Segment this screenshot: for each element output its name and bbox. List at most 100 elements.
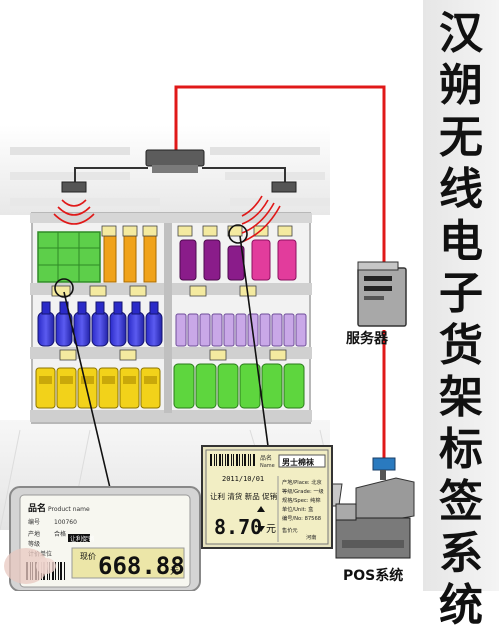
green-bag	[239, 363, 261, 409]
title-char: 系	[439, 528, 483, 579]
blue-bottle-cap	[131, 301, 141, 315]
tag-right-spec-line: 等级/Grade: 一级	[282, 487, 324, 495]
blue-bottle	[109, 311, 127, 347]
yellow-jug	[98, 367, 119, 409]
title-panel	[423, 0, 499, 591]
barcode-bar	[244, 454, 246, 466]
tag-left-origin-label: 产地	[28, 530, 40, 538]
tag-right-spec-line: 规格/Spec: 纯棉	[282, 496, 321, 504]
yellow-jug-label	[60, 376, 73, 384]
antenna-right	[271, 181, 297, 193]
lavender-tube	[235, 313, 247, 347]
blue-bottle	[145, 311, 163, 347]
tag-right-price: 8.70	[214, 515, 262, 539]
esl-tag-large: 品名 Product name 编号 100760 产地 合格 等级 计价单位 …	[9, 486, 201, 591]
yellow-jug-label	[39, 376, 52, 384]
barcode-bar	[231, 454, 232, 466]
lavender-tube	[199, 313, 211, 347]
yellow-jug-label	[102, 376, 115, 384]
tag-right-spec-line: 编号/No: 87568	[282, 514, 321, 522]
tag-left-promo: 让利促销	[70, 535, 94, 543]
green-bag	[217, 363, 239, 409]
barcode-bar	[64, 562, 65, 580]
yellow-jug	[56, 367, 77, 409]
title-char: 线	[439, 164, 483, 215]
tag-left-price-label: 现价	[80, 552, 96, 561]
barcode-bar	[227, 454, 229, 466]
blue-bottle-cap	[95, 301, 105, 315]
tag-right-currency: 元	[266, 524, 276, 535]
yellow-jug-label	[123, 376, 136, 384]
tag-right-barcode	[210, 454, 255, 466]
barcode-bar	[58, 562, 59, 580]
tag-left-code-value: 100760	[54, 519, 77, 526]
yellow-jug	[140, 367, 161, 409]
barcode-bar	[222, 454, 223, 466]
barcode-bar	[219, 454, 221, 466]
title-char: 签	[439, 476, 483, 527]
barcode-bar	[253, 454, 255, 466]
lavender-tube	[187, 313, 199, 347]
blue-bottle-cap	[149, 301, 159, 315]
hand-blur	[4, 548, 56, 584]
barcode-bar	[216, 454, 217, 466]
tag-left-grade-label: 等级	[28, 540, 40, 548]
title-char: 电	[439, 216, 483, 267]
yellow-jug-label	[81, 376, 94, 384]
tag-left-code-label: 编号	[28, 518, 40, 526]
tag-right-name-en: Name	[260, 463, 275, 469]
green-bag	[195, 363, 217, 409]
tag-highlight-right	[228, 224, 248, 244]
barcode-bar	[242, 454, 243, 466]
blue-bottles	[37, 301, 163, 347]
green-bags	[173, 363, 305, 409]
esl-tag-small: 品名 Name 男士棉袜 2011/10/01 让利 清货 新品 促销 产地/P…	[201, 445, 333, 549]
tag-right-promo: 让利 清货 新品 促销	[210, 491, 278, 501]
lavender-tube	[283, 313, 295, 347]
yellow-jug-label	[144, 376, 157, 384]
lavender-tube	[295, 313, 307, 347]
barcode-bar	[60, 562, 62, 580]
system-diagram: 服务器 POS系统 品名 Product name 编号 100760 产地 合…	[0, 85, 415, 591]
tag-right-name-label: 品名	[260, 454, 272, 462]
tag-right-price-label: 售价元	[282, 526, 298, 534]
title-char: 货	[439, 320, 483, 371]
title-char: 架	[439, 372, 483, 423]
barcode-bar	[55, 562, 56, 580]
blue-bottle-cap	[77, 301, 87, 315]
barcode-bar	[225, 454, 226, 466]
barcode-bar	[236, 454, 238, 466]
lavender-tubes	[175, 313, 307, 347]
yellow-jug	[119, 367, 140, 409]
tag-left-name-label: 品名	[28, 502, 46, 514]
yellow-jugs	[35, 367, 161, 409]
blue-bottle	[127, 311, 145, 347]
pos-terminal-icon	[302, 457, 415, 559]
base-station	[145, 149, 205, 173]
tag-left-promo-bg	[68, 534, 90, 542]
pos-label: POS系统	[343, 567, 403, 584]
blue-bottle	[37, 311, 55, 347]
tag-right-spec-line: 产地/Place: 北京	[282, 478, 322, 486]
tag-left-price: 668.88	[98, 552, 185, 580]
title-char: 标	[439, 424, 483, 475]
purple-pink-items	[179, 239, 297, 281]
server-icon	[357, 261, 407, 327]
yellow-jug	[77, 367, 98, 409]
tag-right-date: 2011/10/01	[222, 475, 264, 483]
tag-left-grade-value: 合格	[54, 530, 66, 538]
lavender-tube	[259, 313, 271, 347]
barcode-bar	[214, 454, 215, 466]
tag-callout-lines	[63, 235, 269, 489]
title-char: 汉	[439, 8, 483, 59]
green-boxes	[37, 231, 101, 283]
network-lines	[74, 85, 386, 458]
title-char: 无	[439, 112, 483, 163]
lavender-tube	[223, 313, 235, 347]
blue-bottle-cap	[41, 301, 51, 315]
blue-bottle	[73, 311, 91, 347]
yellow-jug	[35, 367, 56, 409]
green-bag	[261, 363, 283, 409]
orange-bottles	[103, 235, 157, 283]
